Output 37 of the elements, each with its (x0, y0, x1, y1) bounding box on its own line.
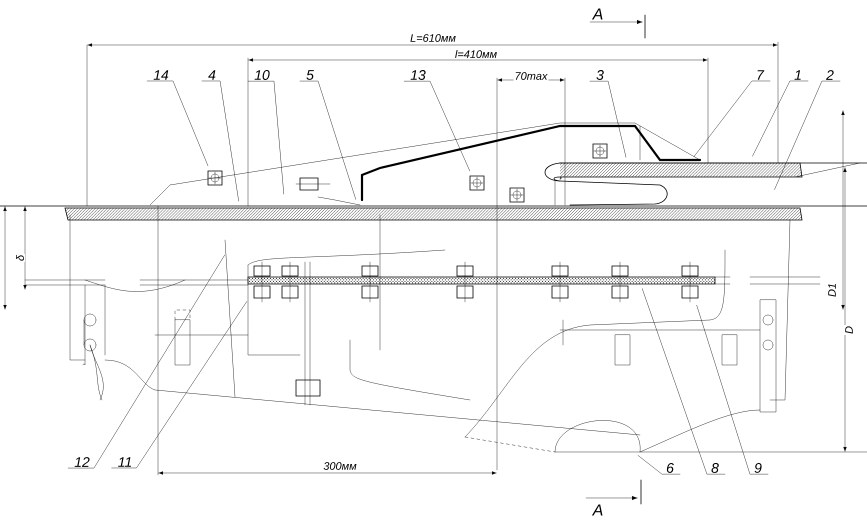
dimension-label: δ (15, 254, 26, 262)
leader-line (696, 305, 768, 474)
callout-number: 7 (758, 70, 764, 80)
leader-line (404, 80, 470, 172)
callout-number: 8 (712, 463, 719, 473)
leader-line (111, 301, 247, 468)
callout-number: 11 (118, 457, 132, 467)
leader-line (774, 80, 840, 190)
callout-number: 5 (306, 70, 314, 80)
leader-line (202, 80, 239, 202)
dimension-label: D1 (827, 282, 837, 298)
leader-line (248, 80, 284, 194)
callout-number: 4 (208, 70, 216, 80)
dimension-label: L=610мм (409, 33, 457, 43)
callout-number: 1 (794, 70, 801, 80)
callout-number: 13 (410, 70, 426, 80)
leader-line (752, 80, 808, 156)
leader-line (590, 80, 626, 158)
dimension-label: l=410мм (454, 48, 498, 60)
callout-number: 2 (826, 70, 834, 80)
callout-number: 3 (596, 70, 604, 80)
leader-line (146, 80, 208, 166)
leader-line (68, 254, 225, 468)
leader-line (638, 455, 680, 474)
callout-number: 10 (254, 70, 270, 80)
dimension-label: 300мм (322, 461, 358, 471)
dimension-label: D (844, 325, 854, 335)
callout-number: 14 (154, 70, 168, 80)
leader-line (694, 80, 770, 157)
section-letter: A (592, 504, 604, 516)
callout-number: 12 (74, 457, 90, 467)
leader-line (300, 80, 356, 200)
callout-number: 6 (666, 463, 674, 473)
section-letter: A (592, 8, 604, 20)
leader-line (642, 288, 726, 474)
callout-number: 9 (754, 463, 762, 473)
dimension-label: 70max (514, 71, 548, 81)
